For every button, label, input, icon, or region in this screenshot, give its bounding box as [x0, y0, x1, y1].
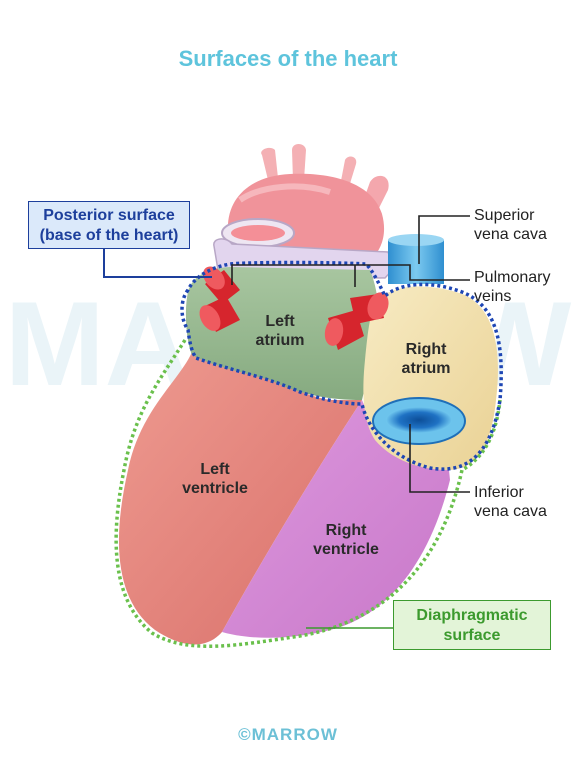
label-left-ventricle: Left ventricle	[182, 461, 248, 497]
diaphragmatic-surface-label: Diaphragmatic	[416, 607, 528, 624]
diaphragmatic-surface-sublabel: surface	[443, 627, 501, 644]
inferior-vena-cava	[372, 397, 466, 445]
label-inferior-vena-cava: Inferior vena cava	[474, 484, 547, 520]
leader-pulmonary-veins	[231, 264, 470, 287]
diaphragmatic-surface-outline	[114, 339, 502, 649]
posterior-surface-outline	[180, 260, 503, 471]
right-ventricle	[222, 400, 450, 638]
label-pulmonary-veins: Pulmonary veins	[474, 269, 551, 305]
pulmonary-veins-right	[324, 292, 389, 350]
leader-inferior-vena-cava	[409, 424, 470, 493]
diaphragmatic-surface-box: Diaphragmatic surface	[393, 600, 551, 650]
leader-superior-vena-cava	[418, 215, 470, 264]
label-left-atrium: Left atrium	[255, 313, 305, 349]
label-superior-vena-cava: Superior vena cava	[474, 207, 547, 243]
posterior-surface-box: Posterior surface (base of the heart)	[28, 201, 190, 249]
brand-logo: ©MARROW	[238, 725, 338, 744]
page-title: Surfaces of the heart	[178, 46, 398, 71]
superior-vena-cava	[388, 234, 444, 284]
posterior-surface-sublabel: (base of the heart)	[39, 227, 179, 244]
leader-lines	[103, 249, 212, 278]
label-right-ventricle: Right ventricle	[313, 522, 379, 558]
posterior-surface-label: Posterior surface	[43, 207, 175, 224]
label-right-atrium: Right atrium	[401, 341, 451, 377]
left-atrium	[185, 267, 378, 400]
left-ventricle	[118, 352, 362, 645]
pulmonary-veins-left	[199, 266, 240, 332]
